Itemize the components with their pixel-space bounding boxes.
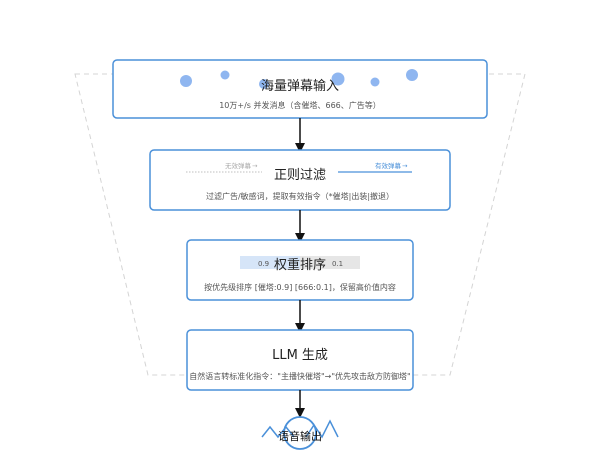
stage-filter-subtitle: 过滤广告/敏感词，提取有效指令（*催塔|出装|撤退） [206,191,394,201]
stage-llm-subtitle: 自然语言转标准化指令："主播快催塔"→"优先攻击敌方防御塔" [189,371,410,381]
stage-filter-title: 正则过滤 [274,168,326,183]
stage-output: 语音输出 [261,416,339,450]
valid-arrow-icon: → [402,162,408,170]
stage-input-subtitle: 10万+/s 并发消息（含催塔、666、广告等） [219,100,381,110]
high-weight-value: 0.9 [258,260,269,268]
stage-filter: 无效弹幕 → 有效弹幕 → 正则过滤 过滤广告/敏感词，提取有效指令（*催塔|出… [149,149,451,211]
message-dot-icon [331,72,345,86]
stage-rank-subtitle: 按优先级排序 [催塔:0.9] [666:0.1]，保留高价值内容 [204,282,396,292]
message-dot-icon [370,77,380,87]
low-weight-bar [300,256,360,269]
stage-llm: LLM 生成 自然语言转标准化指令："主播快催塔"→"优先攻击敌方防御塔" [186,329,414,391]
message-dot-icon [220,70,230,80]
valid-message-label: 有效弹幕 [375,161,402,170]
stage-rank-title: 权重排序 [274,257,326,273]
invalid-arrow-icon: → [252,162,258,170]
message-dot-icon [180,75,192,87]
message-dot-icon [406,69,418,81]
stage-llm-title: LLM 生成 [272,348,328,363]
stage-output-title: 语音输出 [278,429,322,443]
low-weight-value: 0.1 [332,260,343,268]
sound-wave-right-icon [305,419,339,439]
message-dot-icon [259,79,269,89]
speaker-icon [283,416,317,450]
stage-rank: 0.9 0.1 权重排序 按优先级排序 [催塔:0.9] [666:0.1]，保… [186,239,414,301]
stage-input-title: 海量弹幕输入 [261,78,339,94]
sound-wave-left-icon [261,425,295,439]
stage-input: 海量弹幕输入 10万+/s 并发消息（含催塔、666、广告等） [112,59,488,119]
invalid-message-label: 无效弹幕 [225,161,252,170]
high-weight-bar [240,256,300,269]
